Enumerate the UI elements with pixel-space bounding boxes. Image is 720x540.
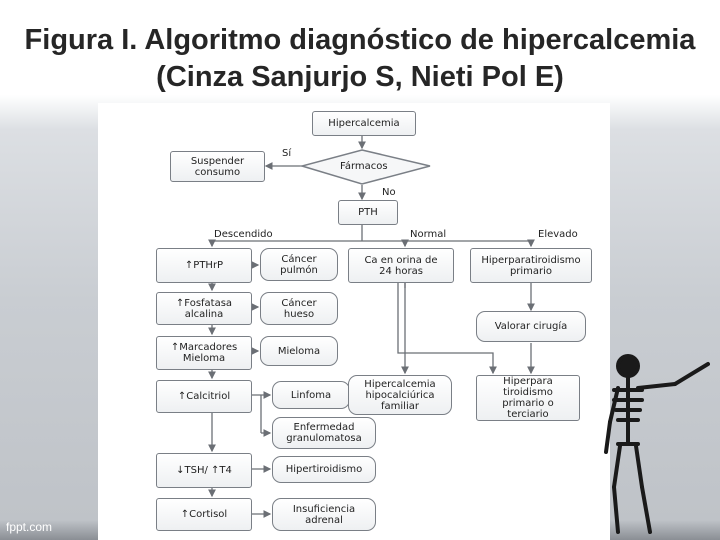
- node-cancer-pulmon: Cáncer pulmón: [260, 248, 338, 281]
- node-pthrp: ↑PTHrP: [156, 248, 252, 283]
- node-farmacos: Fármacos: [340, 161, 388, 172]
- edge-label-elevado: Elevado: [538, 229, 578, 240]
- node-fosfatasa: ↑Fosfatasa alcalina: [156, 292, 252, 325]
- node-ca-orina: Ca en orina de 24 horas: [348, 248, 454, 283]
- node-hiperpara-terciario: Hiperpara tiroidismo primario o terciari…: [476, 375, 580, 421]
- edge-label-no: No: [382, 187, 396, 198]
- farmacos-diamond: [299, 149, 431, 185]
- node-insuficiencia: Insuficiencia adrenal: [272, 498, 376, 531]
- node-calcitriol: ↑Calcitriol: [156, 380, 252, 413]
- footer-brand: fppt.com: [6, 520, 53, 534]
- node-valorar-cirugia: Valorar cirugía: [476, 311, 586, 342]
- node-linfoma: Linfoma: [272, 381, 350, 409]
- node-hipercalcemia: Hipercalcemia: [312, 111, 416, 136]
- node-cortisol: ↑Cortisol: [156, 498, 252, 531]
- node-granulomatosa: Enfermedad granulomatosa: [272, 417, 376, 449]
- node-pth: PTH: [338, 200, 398, 225]
- node-hipertiroidismo: Hipertiroidismo: [272, 456, 376, 483]
- edge-label-normal: Normal: [410, 229, 447, 240]
- node-mieloma: Mieloma: [260, 336, 338, 366]
- node-suspender: Suspender consumo: [170, 151, 265, 182]
- node-hipo-familiar: Hipercalcemia hipocalciúrica familiar: [348, 375, 452, 415]
- node-tsh: ↓TSH/ ↑T4: [156, 453, 252, 488]
- flowchart-figure: Hipercalcemia Fármacos Sí Suspender cons…: [98, 103, 610, 540]
- flowchart-connectors: [208, 136, 535, 518]
- edge-label-descendido: Descendido: [214, 229, 273, 240]
- node-hiperpara-primario: Hiperparatiroidismo primario: [470, 248, 592, 283]
- node-cancer-hueso: Cáncer hueso: [260, 292, 338, 325]
- node-marcadores: ↑Marcadores Mieloma: [156, 336, 252, 370]
- skeleton-illustration: [604, 354, 710, 534]
- slide-title: Figura I. Algoritmo diagnóstico de hiper…: [24, 24, 696, 93]
- edge-label-si: Sí: [282, 148, 292, 159]
